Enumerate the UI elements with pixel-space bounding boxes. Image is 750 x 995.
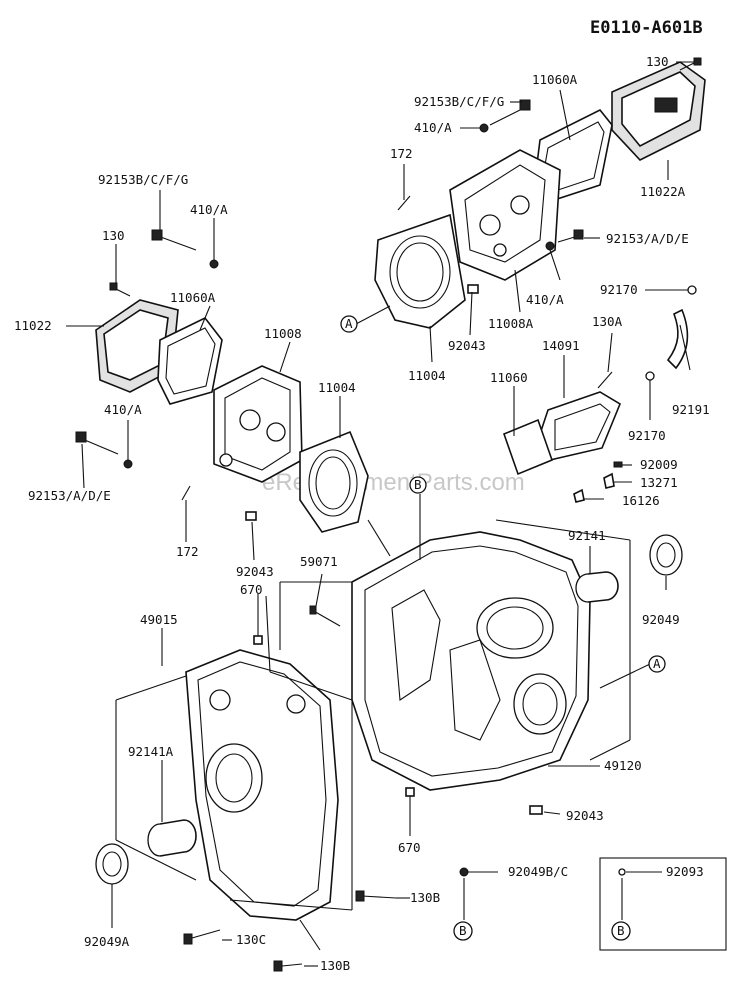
- cylinder-head-11008: [213, 365, 303, 483]
- label-11008a: 11008A: [488, 316, 534, 331]
- ref-b-inset: B: [611, 921, 631, 941]
- label-11022: 11022: [14, 318, 52, 333]
- label-11008: 11008: [264, 326, 302, 341]
- bolt-92153-left: [75, 431, 119, 455]
- oil-seal-92049a: [95, 843, 129, 885]
- label-92043-top: 92043: [448, 338, 486, 353]
- bushing-92141a: [147, 819, 197, 857]
- ref-a-upper: A: [340, 315, 358, 333]
- label-92049: 92049: [642, 612, 680, 627]
- plug-92093: [618, 868, 626, 876]
- head-gasket-11004-top: [374, 213, 466, 329]
- bolt-130b-b: [273, 960, 303, 972]
- gasket-11060: [502, 418, 554, 476]
- bolt-130b-a: [355, 890, 397, 902]
- label-670-bot: 670: [398, 840, 421, 855]
- label-13271: 13271: [640, 475, 678, 490]
- label-410a-mid: 410/A: [526, 292, 564, 307]
- hose-92191: [666, 308, 689, 370]
- label-11060a-left: 11060A: [170, 290, 216, 305]
- label-92049bc: 92049B/C: [508, 864, 568, 879]
- part-16126: [573, 488, 585, 503]
- stud-172-left: [181, 485, 191, 501]
- label-130a: 130A: [592, 314, 623, 329]
- label-49120: 49120: [604, 758, 642, 773]
- bushing-92141: [575, 571, 619, 603]
- label-92093: 92093: [666, 864, 704, 879]
- label-16126: 16126: [622, 493, 660, 508]
- clamp-92170-b: [645, 371, 655, 381]
- label-92043-left: 92043: [236, 564, 274, 579]
- ref-b-upper: B: [409, 476, 427, 494]
- label-92170-a: 92170: [600, 282, 638, 297]
- label-49015: 49015: [140, 612, 178, 627]
- clamp-92170-a: [687, 285, 697, 295]
- label-11060a-top: 11060A: [532, 72, 578, 87]
- diagram-code: E0110-A601B: [590, 18, 703, 38]
- part-59071: [309, 605, 341, 627]
- dowel-670-bot: [405, 787, 415, 797]
- label-92049a: 92049A: [84, 934, 130, 949]
- label-11004-top: 11004: [408, 368, 446, 383]
- label-130c: 130C: [236, 932, 266, 947]
- label-130b-b: 130B: [320, 958, 350, 973]
- rocker-cover-11022a: [611, 61, 706, 161]
- label-172-left: 172: [176, 544, 199, 559]
- label-92191: 92191: [672, 402, 710, 417]
- inset-box: [599, 857, 727, 951]
- label-92043-bot: 92043: [566, 808, 604, 823]
- washer-410a-top: [479, 123, 489, 133]
- svg-text:A: A: [653, 656, 661, 671]
- dowel-92043-top: [467, 284, 479, 294]
- washer-410a-left: [209, 259, 219, 269]
- cylinder-head-11008a: [449, 149, 561, 281]
- label-92009: 92009: [640, 457, 678, 472]
- label-92141: 92141: [568, 528, 606, 543]
- label-410a-left: 410/A: [190, 202, 228, 217]
- label-92141a: 92141A: [128, 744, 174, 759]
- part-13271: [603, 472, 615, 489]
- bolt-130-left: [109, 282, 131, 297]
- bolt-92153b-left: [151, 229, 197, 251]
- head-gasket-11004-left: [299, 430, 369, 533]
- bolt-130c: [183, 929, 221, 945]
- label-410a-left2: 410/A: [104, 402, 142, 417]
- crankcase-49120: [351, 531, 591, 791]
- leader-lines: [66, 61, 694, 967]
- label-130-top: 130: [646, 54, 669, 69]
- ref-a-lower: A: [648, 655, 666, 673]
- label-92153bcfg-left: 92153B/C/F/G: [98, 172, 188, 187]
- dowel-92043-left: [245, 511, 257, 521]
- label-59071: 59071: [300, 554, 338, 569]
- dowel-670-top: [253, 635, 263, 645]
- label-410a-top: 410/A: [414, 120, 452, 135]
- svg-text:B: B: [414, 477, 422, 492]
- label-92170-b: 92170: [628, 428, 666, 443]
- label-172-top: 172: [390, 146, 413, 161]
- plug-92049bc: [459, 867, 469, 877]
- plug-92009: [613, 461, 623, 468]
- label-11004-left: 11004: [318, 380, 356, 395]
- label-130b-a: 130B: [410, 890, 440, 905]
- svg-text:B: B: [617, 923, 625, 938]
- label-11022a: 11022A: [640, 184, 686, 199]
- crankcase-cover-49015: [185, 649, 339, 921]
- svg-text:A: A: [345, 316, 353, 331]
- label-92153ade-left: 92153/A/D/E: [28, 488, 111, 503]
- stud-172-top: [397, 195, 411, 211]
- washer-410a-left2: [123, 459, 133, 469]
- bolt-92153b-top: [489, 99, 531, 126]
- bolt-130a: [597, 371, 613, 389]
- dowel-92043-bot: [529, 805, 543, 815]
- ref-b-lower: B: [453, 921, 473, 941]
- label-92153bcfg-top: 92153B/C/F/G: [414, 94, 504, 109]
- label-11060: 11060: [490, 370, 528, 385]
- label-92153ade-top: 92153/A/D/E: [606, 231, 689, 246]
- label-14091: 14091: [542, 338, 580, 353]
- oil-seal-92049: [649, 534, 683, 576]
- svg-text:B: B: [459, 923, 467, 938]
- label-670-top: 670: [240, 582, 263, 597]
- label-130-left: 130: [102, 228, 125, 243]
